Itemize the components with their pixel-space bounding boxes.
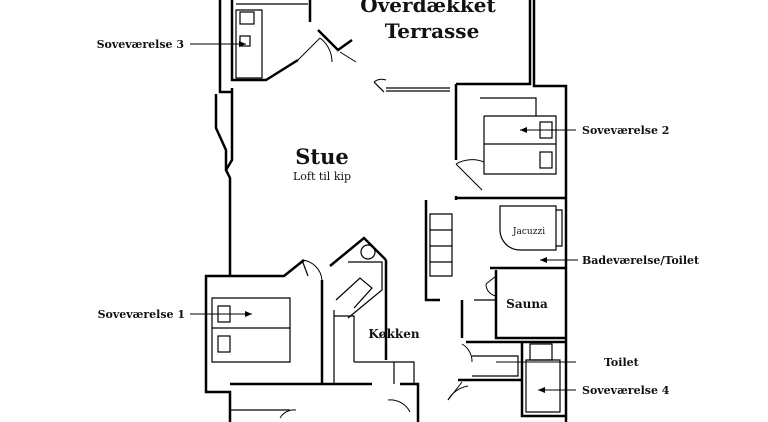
callout-arrows xyxy=(190,41,578,393)
bathroom-callout: Badeværelse/Toilet xyxy=(582,254,700,267)
living-room xyxy=(301,259,323,281)
outer-walls xyxy=(204,0,568,422)
bedroom-1-callout: Soveværelse 1 xyxy=(98,308,185,321)
living-room-sublabel: Loft til kip xyxy=(293,170,351,183)
bedroom-4 xyxy=(230,342,566,419)
bedroom-2 xyxy=(454,84,566,200)
bedroom-4-callout: Soveværelse 4 xyxy=(582,384,670,397)
bedroom-3 xyxy=(230,0,357,82)
terrace xyxy=(373,78,450,93)
bedroom-2-callout: Soveværelse 2 xyxy=(582,124,669,137)
jacuzzi-label: Jacuzzi xyxy=(512,227,545,237)
bathroom xyxy=(424,200,566,302)
terrace-label-line1: Overdækket xyxy=(360,0,496,17)
bedroom-1 xyxy=(211,259,324,384)
toilet xyxy=(447,300,566,401)
kitchen-label: Køkken xyxy=(368,327,419,341)
bedroom-3-callout: Soveværelse 3 xyxy=(97,38,184,51)
sauna-label: Sauna xyxy=(506,297,548,311)
sauna xyxy=(474,270,566,340)
toilet-callout: Toilet xyxy=(604,356,640,369)
living-room-label: Stue xyxy=(295,144,349,169)
kitchen xyxy=(329,236,415,384)
terrace-label-line2: Terrasse xyxy=(385,19,480,43)
